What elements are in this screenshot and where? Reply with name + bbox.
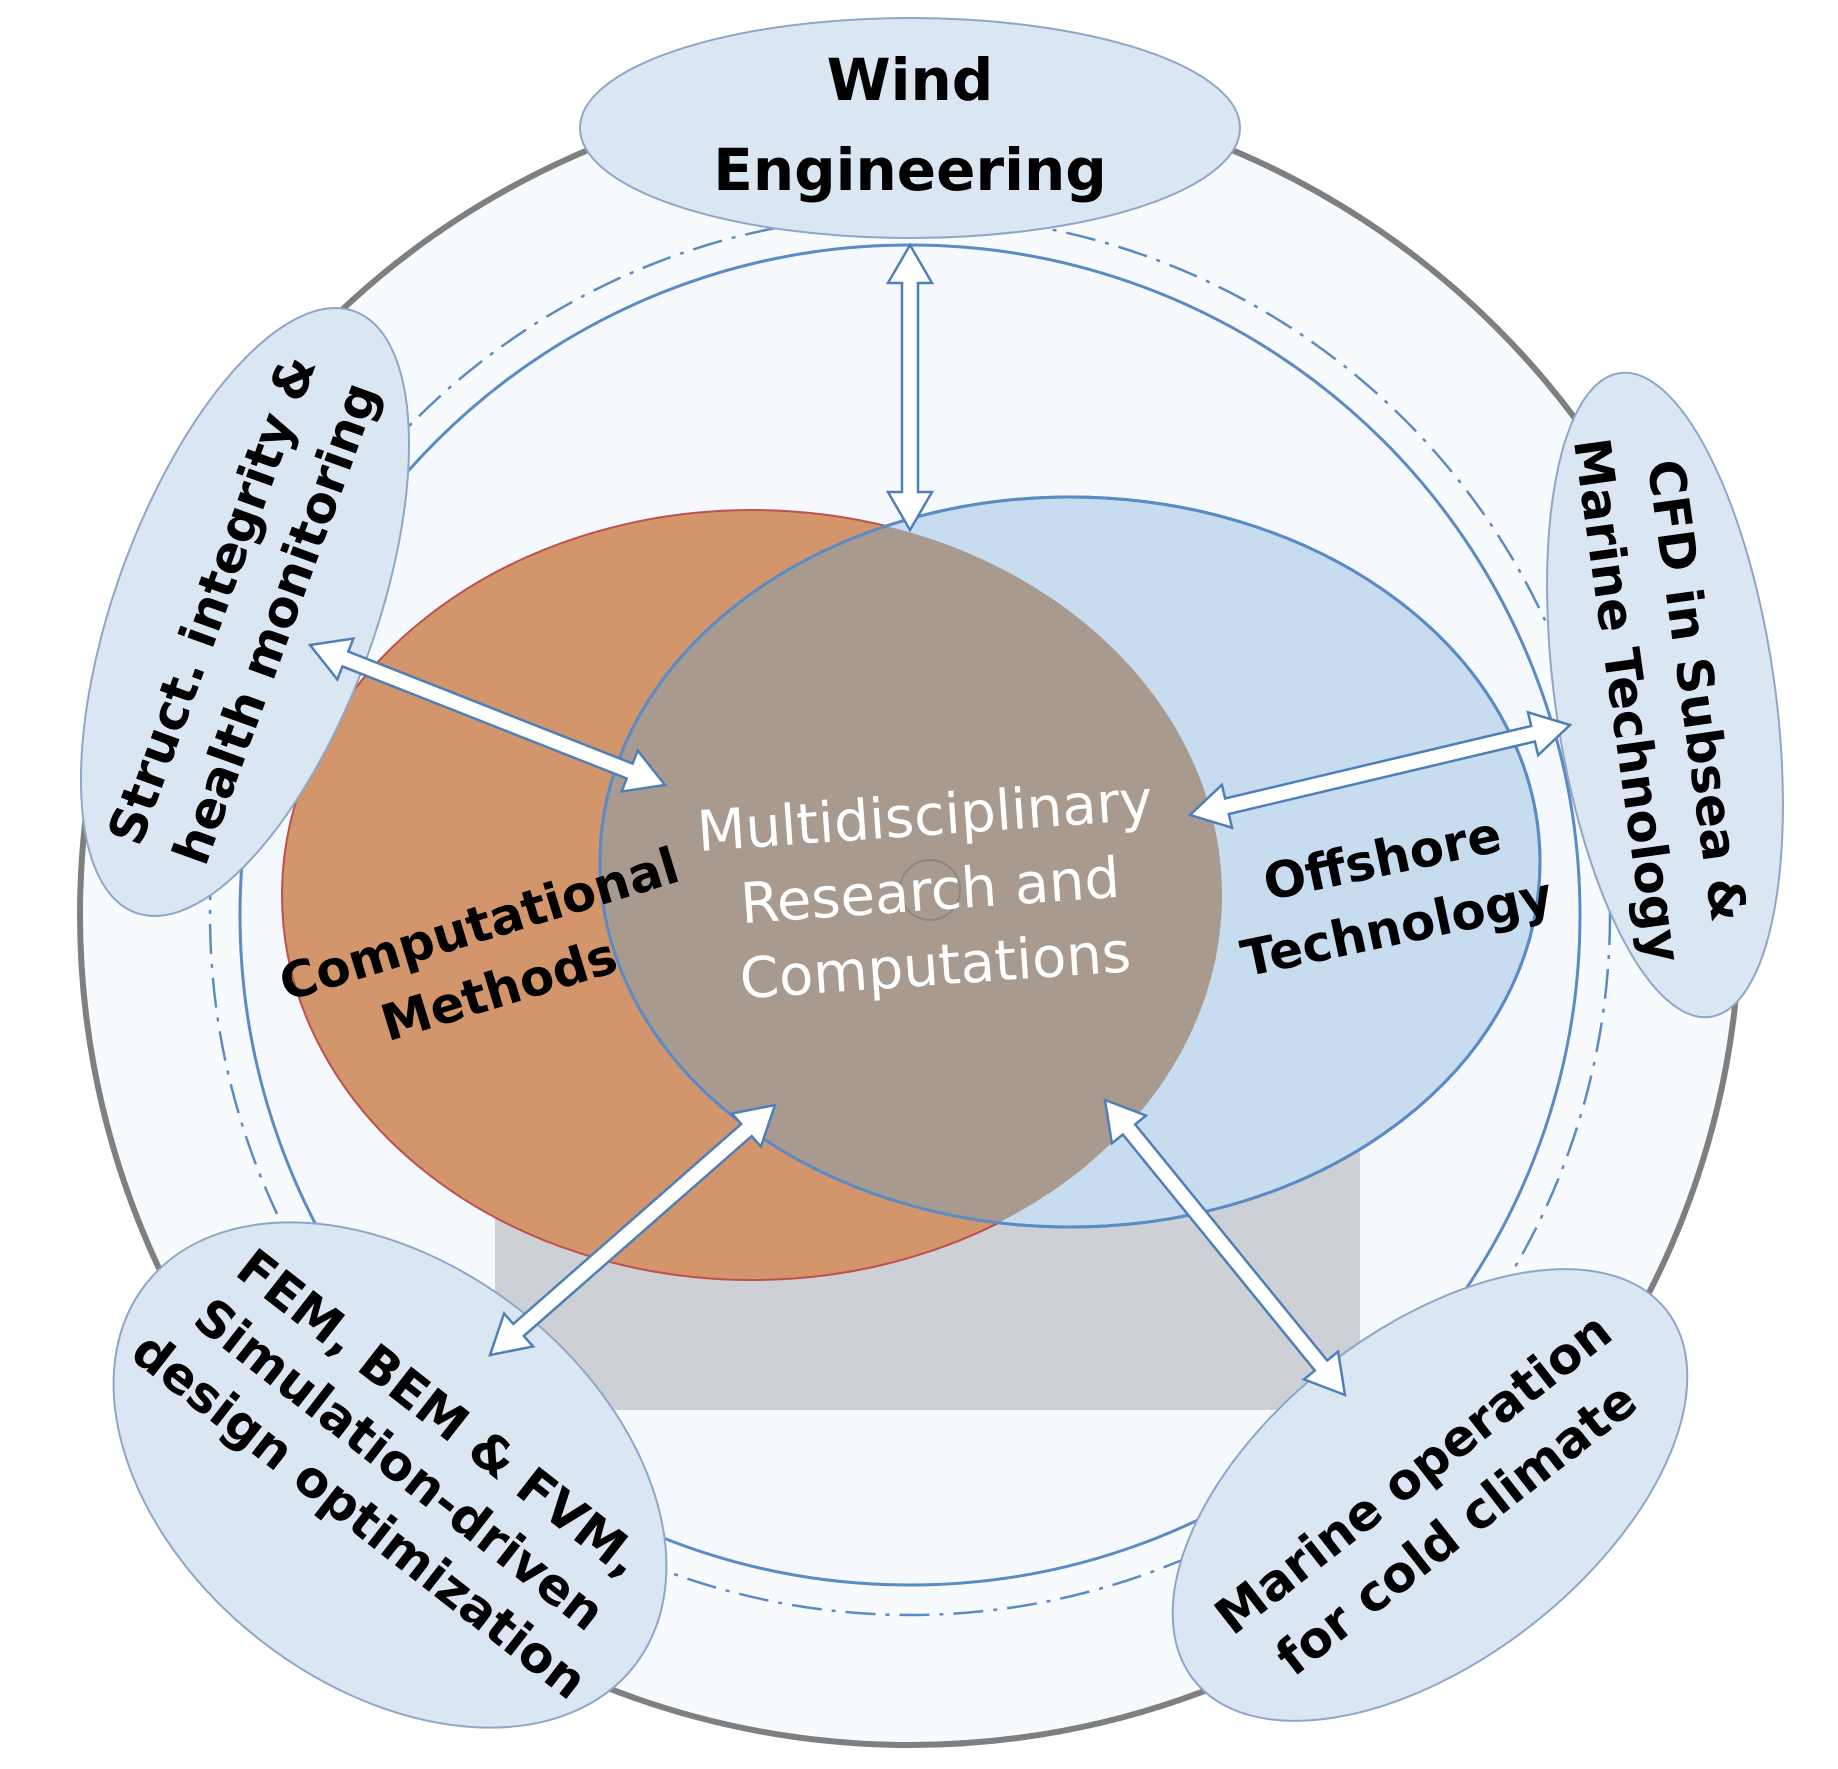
arrow-wind bbox=[885, 242, 935, 533]
arrows-group bbox=[307, 242, 1573, 1397]
center-marker bbox=[899, 859, 961, 921]
struct-integrity-ellipse bbox=[79, 307, 411, 917]
wind-line-2: Engineering bbox=[713, 136, 1107, 204]
center-text: Multidisciplinary Research and Computati… bbox=[695, 768, 1155, 1012]
offshore-outline bbox=[598, 495, 1542, 1229]
wind-engineering-label: Wind Engineering bbox=[713, 46, 1107, 204]
wind-engineering-ellipse bbox=[579, 17, 1241, 239]
cfd-ellipse bbox=[1546, 371, 1784, 1019]
overlap-region bbox=[600, 510, 1222, 1227]
wind-line-1: Wind bbox=[827, 46, 994, 114]
arrow-struct bbox=[307, 636, 668, 794]
arrow-fem bbox=[488, 1103, 777, 1357]
arrow-marine bbox=[1103, 1098, 1347, 1397]
arrow-cfd bbox=[1187, 710, 1573, 830]
